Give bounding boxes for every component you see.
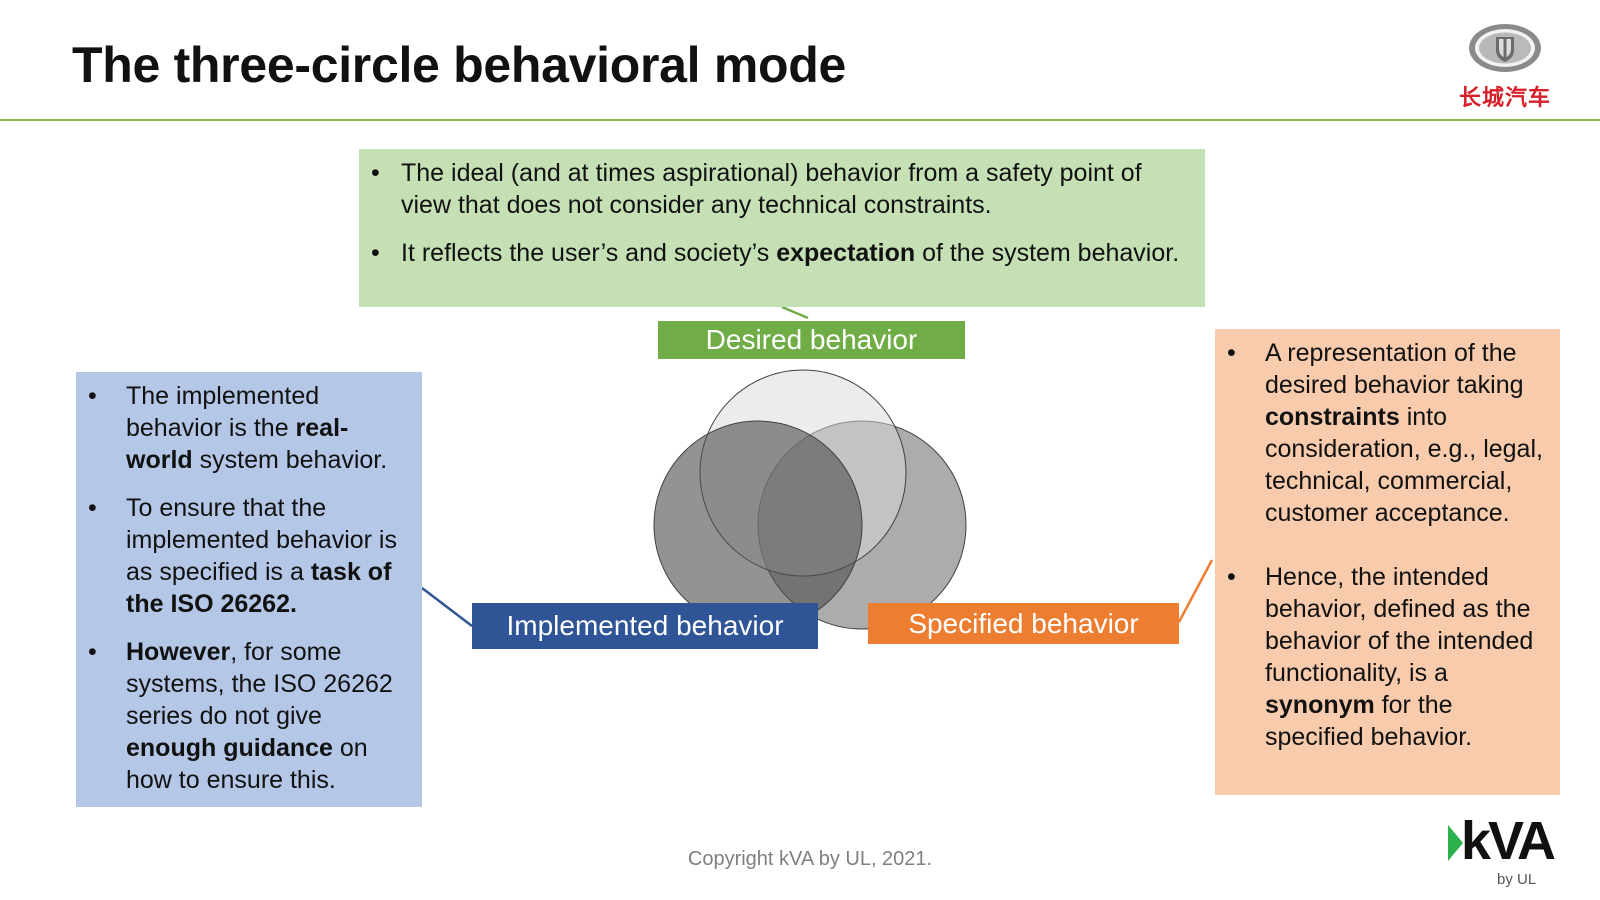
- specified-bullet-list: A representation of the desired behavior…: [1215, 337, 1554, 753]
- bullet-bold-text: constraints: [1265, 403, 1400, 431]
- great-wall-logo-text: 长城汽车: [1458, 85, 1551, 110]
- bullet-item: A representation of the desired behavior…: [1215, 337, 1554, 529]
- kva-logo-icon: [1448, 825, 1463, 861]
- bullet-text: Hence, the intended behavior, defined as…: [1265, 563, 1534, 687]
- desired-connector-line: [781, 305, 809, 320]
- bullet-item: Hence, the intended behavior, defined as…: [1215, 561, 1554, 753]
- bullet-text: A representation of the desired behavior…: [1265, 339, 1524, 399]
- bullet-text: for the specified behavior.: [1265, 691, 1473, 751]
- bullet-text: into consideration, e.g., legal, technic…: [1265, 403, 1543, 527]
- implemented-bullet-list: The implemented behavior is the real-wor…: [76, 380, 414, 796]
- great-wall-emblem-icon: [1469, 24, 1541, 72]
- title-divider: [0, 119, 1600, 121]
- implemented-behavior-label: Implemented behavior: [472, 603, 818, 649]
- bullet-text: It reflects the user’s and society’s: [401, 239, 777, 267]
- implemented-behavior-description: The implemented behavior is the real-wor…: [76, 372, 422, 807]
- kva-logo: kVA by UL: [1445, 811, 1585, 895]
- bullet-text: The ideal (and at times aspirational) be…: [401, 159, 1142, 219]
- bullet-bold-text: task of the ISO 26262.: [126, 558, 392, 618]
- bullet-bold-text: However: [126, 638, 231, 666]
- specified-connector-line: [1177, 559, 1214, 623]
- bullet-text: of the system behavior.: [915, 239, 1180, 267]
- bullet-item: The implemented behavior is the real-wor…: [76, 380, 414, 476]
- copyright-notice: Copyright kVA by UL, 2021.: [687, 848, 933, 870]
- implemented-circle: [653, 420, 863, 630]
- slide-title: The three-circle behavioral mode: [72, 37, 846, 93]
- bullet-text: To ensure that the implemented behavior …: [126, 494, 397, 586]
- bullet-item: It reflects the user’s and society’s exp…: [359, 237, 1193, 269]
- specified-behavior-label: Specified behavior: [868, 603, 1179, 644]
- bullet-text: The implemented behavior is the: [126, 382, 320, 442]
- specified-behavior-description: A representation of the desired behavior…: [1215, 329, 1560, 795]
- bullet-item: However, for some systems, the ISO 26262…: [76, 636, 414, 796]
- bullet-bold-text: synonym: [1265, 691, 1375, 719]
- bullet-bold-text: enough guidance: [126, 734, 333, 762]
- great-wall-logo: 长城汽车: [1450, 20, 1560, 110]
- desired-behavior-label: Desired behavior: [658, 321, 965, 359]
- kva-logo-text: kVA: [1461, 811, 1556, 871]
- bullet-item: To ensure that the implemented behavior …: [76, 492, 414, 620]
- desired-behavior-description: The ideal (and at times aspirational) be…: [359, 149, 1205, 307]
- bullet-text: on how to ensure this.: [126, 734, 368, 794]
- bullet-bold-text: expectation: [776, 239, 916, 267]
- bullet-text: system behavior.: [192, 446, 388, 474]
- implemented-connector-line: [421, 587, 473, 627]
- bullet-text: , for some systems, the ISO 26262 series…: [126, 638, 393, 730]
- desired-bullet-list: The ideal (and at times aspirational) be…: [359, 157, 1193, 269]
- bullet-bold-text: real-world: [126, 414, 349, 474]
- kva-logo-subtext: by UL: [1497, 871, 1537, 888]
- bullet-item: The ideal (and at times aspirational) be…: [359, 157, 1193, 221]
